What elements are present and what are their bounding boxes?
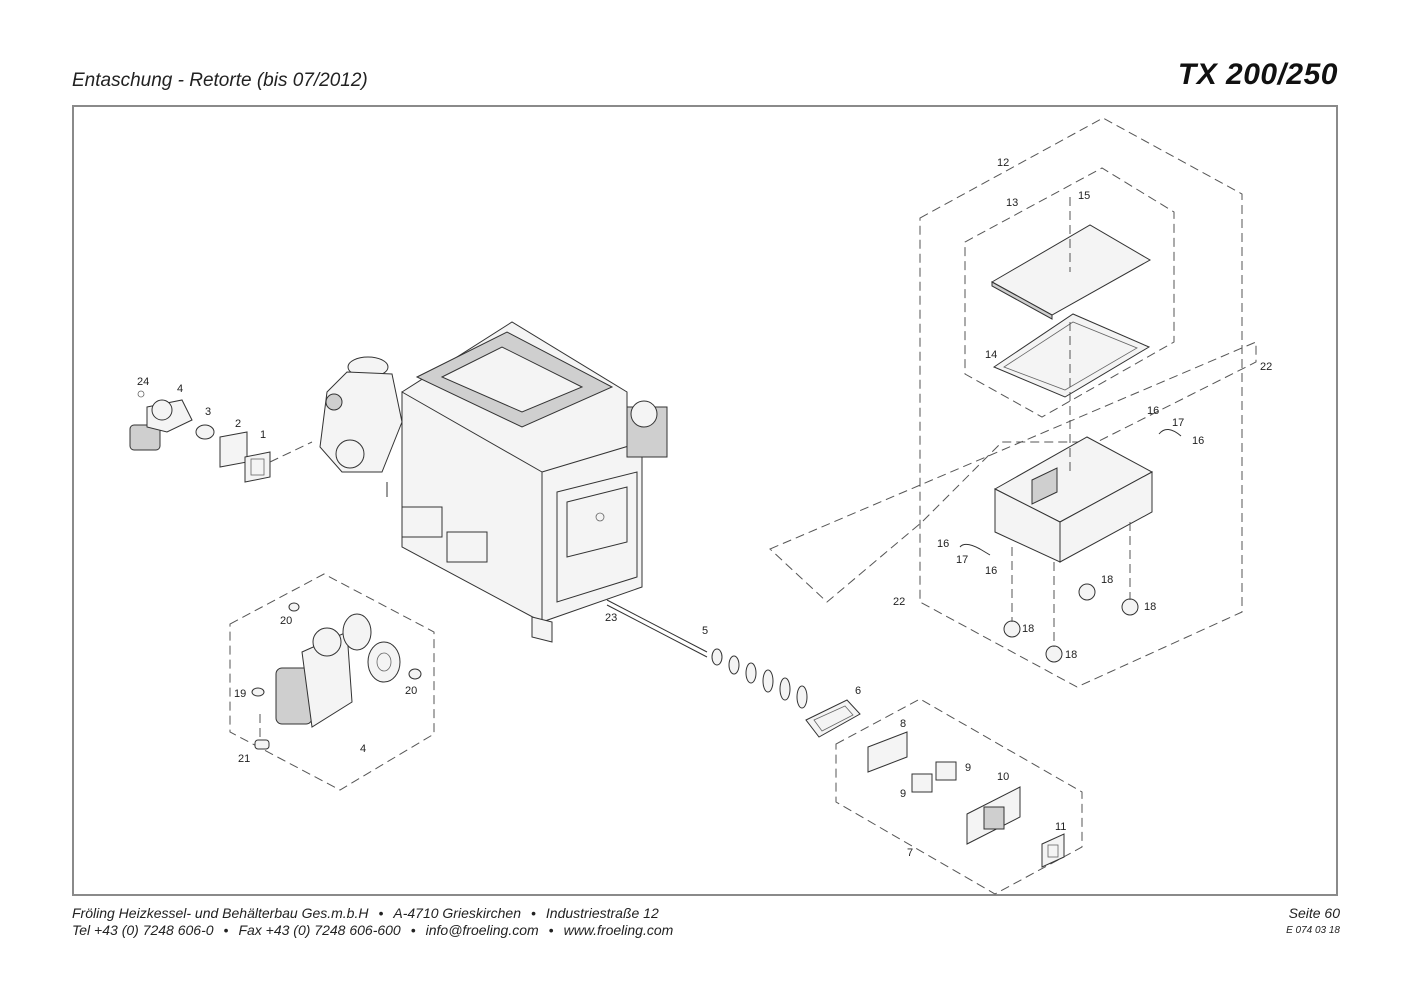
callout-20-right: 20 <box>405 685 417 697</box>
callout-4-bottom: 4 <box>360 743 366 755</box>
handles <box>959 429 1182 556</box>
callout-18-b: 18 <box>1144 601 1156 613</box>
footer-bullet: • <box>548 922 554 938</box>
footer-bullet: • <box>531 905 536 921</box>
callout-18-d: 18 <box>1065 649 1077 661</box>
footer-street: Industriestraße 12 <box>545 905 659 921</box>
footer-bullet: • <box>410 922 416 938</box>
callout-23: 23 <box>605 612 617 624</box>
exploded-view-diagram: 1 2 3 4 24 5 6 7 8 9 9 10 11 12 13 14 15… <box>129 117 1272 895</box>
callout-16-d: 16 <box>985 565 997 577</box>
lid-seal <box>992 313 1151 398</box>
callout-4-top: 4 <box>177 383 183 395</box>
footer-bullet: • <box>378 905 384 921</box>
callout-24: 24 <box>137 376 149 388</box>
footer-bullet: • <box>223 922 229 938</box>
flange-assembly <box>835 698 1083 895</box>
callout-16-a: 16 <box>1147 405 1159 417</box>
callout-19: 19 <box>234 688 246 700</box>
boiler-body <box>401 321 668 643</box>
footer-city: A-4710 Grieskirchen <box>393 905 521 921</box>
model-title: TX 200/250 <box>1177 58 1338 91</box>
footer-fax: Fax +43 (0) 7248 606-600 <box>238 922 401 938</box>
callout-22-right: 22 <box>1260 361 1272 373</box>
callout-6: 6 <box>855 685 861 697</box>
footer-tel: Tel +43 (0) 7248 606-0 <box>72 922 214 938</box>
callout-9-left: 9 <box>900 788 906 800</box>
callout-22-left: 22 <box>893 596 905 608</box>
ash-bin <box>993 436 1154 563</box>
document-number: E 074 03 18 <box>1286 925 1340 936</box>
page-number: Seite 60 <box>1288 905 1340 921</box>
small-drive-assembly <box>129 390 313 483</box>
burner-feed-unit <box>319 356 403 497</box>
footer-web: www.froeling.com <box>563 922 674 938</box>
callout-12: 12 <box>997 157 1009 169</box>
gasket-6 <box>805 699 861 738</box>
callout-1: 1 <box>260 429 266 441</box>
callout-18-c: 18 <box>1022 623 1034 635</box>
footer-email: info@froeling.com <box>425 922 539 938</box>
gear-motor-assembly <box>229 573 435 791</box>
auger-screw <box>606 599 808 709</box>
callout-7: 7 <box>907 847 913 859</box>
callout-21: 21 <box>238 753 250 765</box>
footer-address-line: Fröling Heizkessel- und Behälterbau Ges.… <box>72 905 659 921</box>
callout-15: 15 <box>1078 190 1090 202</box>
casters <box>1003 583 1139 663</box>
page-subtitle: Entaschung - Retorte (bis 07/2012) <box>72 70 368 91</box>
callout-2: 2 <box>235 418 241 430</box>
footer-company: Fröling Heizkessel- und Behälterbau Ges.… <box>72 905 369 921</box>
callout-13: 13 <box>1006 197 1018 209</box>
callout-5: 5 <box>702 625 708 637</box>
callout-17-b: 17 <box>956 554 968 566</box>
ash-container-group <box>769 117 1257 688</box>
callout-11: 11 <box>1055 821 1066 833</box>
callout-17-a: 17 <box>1172 417 1184 429</box>
callout-3: 3 <box>205 406 211 418</box>
callout-16-b: 16 <box>1192 435 1204 447</box>
diagram-frame: 1 2 3 4 24 5 6 7 8 9 9 10 11 12 13 14 15… <box>72 105 1338 896</box>
callout-14: 14 <box>985 349 997 361</box>
callout-10: 10 <box>997 771 1009 783</box>
footer-contact-line: Tel +43 (0) 7248 606-0 • Fax +43 (0) 7248 … <box>72 922 673 938</box>
callout-9-right: 9 <box>965 762 971 774</box>
callout-18-a: 18 <box>1101 574 1113 586</box>
callout-20-left: 20 <box>280 615 292 627</box>
ash-lid <box>990 224 1152 320</box>
callout-labels: 1 2 3 4 24 5 6 7 8 9 9 10 11 12 13 14 15… <box>137 157 1272 859</box>
callout-16-c: 16 <box>937 538 949 550</box>
callout-8: 8 <box>900 718 906 730</box>
